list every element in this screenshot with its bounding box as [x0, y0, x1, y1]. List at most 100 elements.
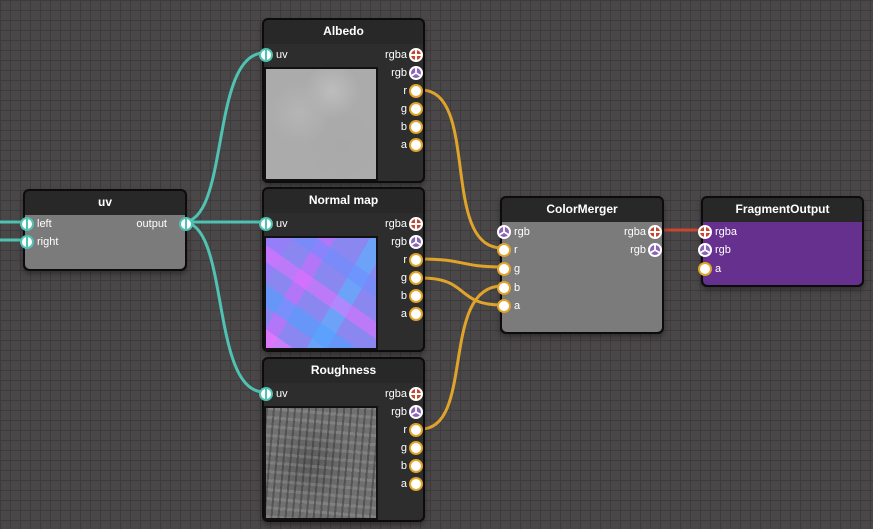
- albedo-r-port[interactable]: [409, 84, 423, 98]
- merger-b-port[interactable]: [497, 281, 511, 295]
- rgb-triad-icon: [650, 245, 660, 254]
- roughness-rgba-label: rgba: [384, 388, 407, 400]
- albedo-g-port[interactable]: [409, 102, 423, 116]
- normal-map-node[interactable]: Normal map uv rgba rgb r g b a: [259, 187, 425, 352]
- albedo-rgba-port[interactable]: [409, 48, 423, 62]
- normal-b-port[interactable]: [409, 289, 423, 303]
- color-merger-node[interactable]: ColorMerger rgb r g b a rgba rgb: [497, 196, 664, 334]
- merger-rgb-in-label: rgb: [514, 226, 530, 238]
- albedo-rgb-label: rgb: [391, 67, 407, 79]
- albedo-uv-port[interactable]: [259, 48, 273, 62]
- roughness-a-row: a: [401, 475, 423, 493]
- roughness-b-row: b: [400, 457, 423, 475]
- albedo-b-label: b: [400, 121, 407, 133]
- fragment-rgb-label: rgb: [715, 244, 731, 256]
- merger-g-port[interactable]: [497, 262, 511, 276]
- fragment-rgb-port[interactable]: [698, 243, 712, 257]
- roughness-rgb-port[interactable]: [409, 405, 423, 419]
- normal-r-port[interactable]: [409, 253, 423, 267]
- fragment-rgba-label: rgba: [715, 226, 738, 238]
- albedo-a-row: a: [400, 136, 423, 154]
- uv-output-row: output: [136, 215, 193, 233]
- merger-rgb-out-port[interactable]: [648, 243, 662, 257]
- fragment-output-node-title: FragmentOutput: [735, 202, 830, 216]
- normal-b-row: b: [400, 287, 423, 305]
- roughness-uv-port[interactable]: [259, 387, 273, 401]
- uv-output-label: output: [136, 218, 167, 230]
- normal-rgb-port[interactable]: [409, 235, 423, 249]
- albedo-rgba-row: rgba: [384, 46, 423, 64]
- rgb-triad-icon: [411, 407, 421, 416]
- albedo-a-label: a: [400, 139, 407, 151]
- albedo-b-port[interactable]: [409, 120, 423, 134]
- albedo-a-port[interactable]: [409, 138, 423, 152]
- rgb-triad-icon: [499, 227, 509, 236]
- wire-uv-to-roughness[interactable]: [182, 220, 265, 394]
- roughness-a-port[interactable]: [409, 477, 423, 491]
- roughness-node-title: Roughness: [310, 363, 377, 377]
- normal-b-label: b: [400, 290, 407, 302]
- uv-node[interactable]: uv left right output: [20, 189, 193, 271]
- fragment-output-node[interactable]: FragmentOutput rgba rgb a: [698, 196, 864, 287]
- normal-r-label: r: [403, 254, 407, 266]
- normal-rgba-label: rgba: [384, 218, 407, 230]
- normal-uv-label: uv: [276, 218, 288, 230]
- roughness-rgb-row: rgb: [391, 403, 423, 421]
- albedo-node-title: Albedo: [323, 24, 364, 38]
- merger-r-port[interactable]: [497, 243, 511, 257]
- uv-output-port[interactable]: [179, 217, 193, 231]
- color-merger-node-body: [502, 222, 662, 332]
- roughness-r-label: r: [403, 424, 407, 436]
- roughness-b-label: b: [400, 460, 407, 472]
- uv-right-label: right: [37, 236, 59, 248]
- rgb-triad-icon: [411, 237, 421, 246]
- merger-rgb-out-row: rgb: [630, 241, 662, 259]
- wire-uv-to-albedo[interactable]: [182, 51, 265, 224]
- roughness-r-row: r: [403, 421, 423, 439]
- uv-right-port[interactable]: [20, 235, 34, 249]
- normal-g-row: g: [401, 269, 423, 287]
- roughness-rgb-label: rgb: [391, 406, 407, 418]
- normal-a-port[interactable]: [409, 307, 423, 321]
- normal-g-port[interactable]: [409, 271, 423, 285]
- merger-rgba-out-label: rgba: [623, 226, 646, 238]
- roughness-r-port[interactable]: [409, 423, 423, 437]
- albedo-rgba-label: rgba: [384, 49, 407, 61]
- albedo-node[interactable]: Albedo uv rgba rgb r g b a: [259, 18, 425, 183]
- merger-g-label: g: [514, 263, 521, 275]
- merger-rgb-out-label: rgb: [630, 244, 646, 256]
- rgb-triad-icon: [411, 68, 421, 77]
- roughness-rgba-row: rgba: [384, 385, 423, 403]
- wire-normal-g-to-merger-a[interactable]: [420, 276, 503, 307]
- rgb-triad-icon: [700, 245, 710, 254]
- wire-normal-r-to-merger-g[interactable]: [420, 257, 503, 269]
- roughness-rgba-port[interactable]: [409, 387, 423, 401]
- wire-roughness-r-to-merger-b[interactable]: [420, 284, 503, 431]
- wire-albedo-r-to-merger-r[interactable]: [420, 88, 503, 250]
- merger-rgba-out-port[interactable]: [648, 225, 662, 239]
- normal-uv-port[interactable]: [259, 217, 273, 231]
- roughness-g-port[interactable]: [409, 441, 423, 455]
- uv-right-row: right: [20, 233, 185, 251]
- uv-node-body: [25, 215, 185, 269]
- normal-rgba-port[interactable]: [409, 217, 423, 231]
- roughness-b-port[interactable]: [409, 459, 423, 473]
- fragment-a-port[interactable]: [698, 262, 712, 276]
- roughness-g-label: g: [400, 442, 407, 454]
- albedo-rgb-port[interactable]: [409, 66, 423, 80]
- merger-b-label: b: [514, 282, 521, 294]
- normal-a-label: a: [400, 308, 407, 320]
- fragment-rgba-port[interactable]: [698, 225, 712, 239]
- color-merger-node-title: ColorMerger: [546, 202, 618, 216]
- normal-rgb-label: rgb: [391, 236, 407, 248]
- uv-left-label: left: [37, 218, 52, 230]
- merger-rgb-in-port[interactable]: [497, 225, 511, 239]
- merger-a-port[interactable]: [497, 299, 511, 313]
- uv-left-port[interactable]: [20, 217, 34, 231]
- albedo-texture-preview: [264, 67, 378, 181]
- roughness-node[interactable]: Roughness uv rgba rgb r g b a: [259, 357, 425, 522]
- albedo-g-row: g: [401, 100, 423, 118]
- normal-rgba-row: rgba: [384, 215, 423, 233]
- uv-node-title: uv: [97, 195, 112, 209]
- roughness-texture-preview: [264, 406, 378, 520]
